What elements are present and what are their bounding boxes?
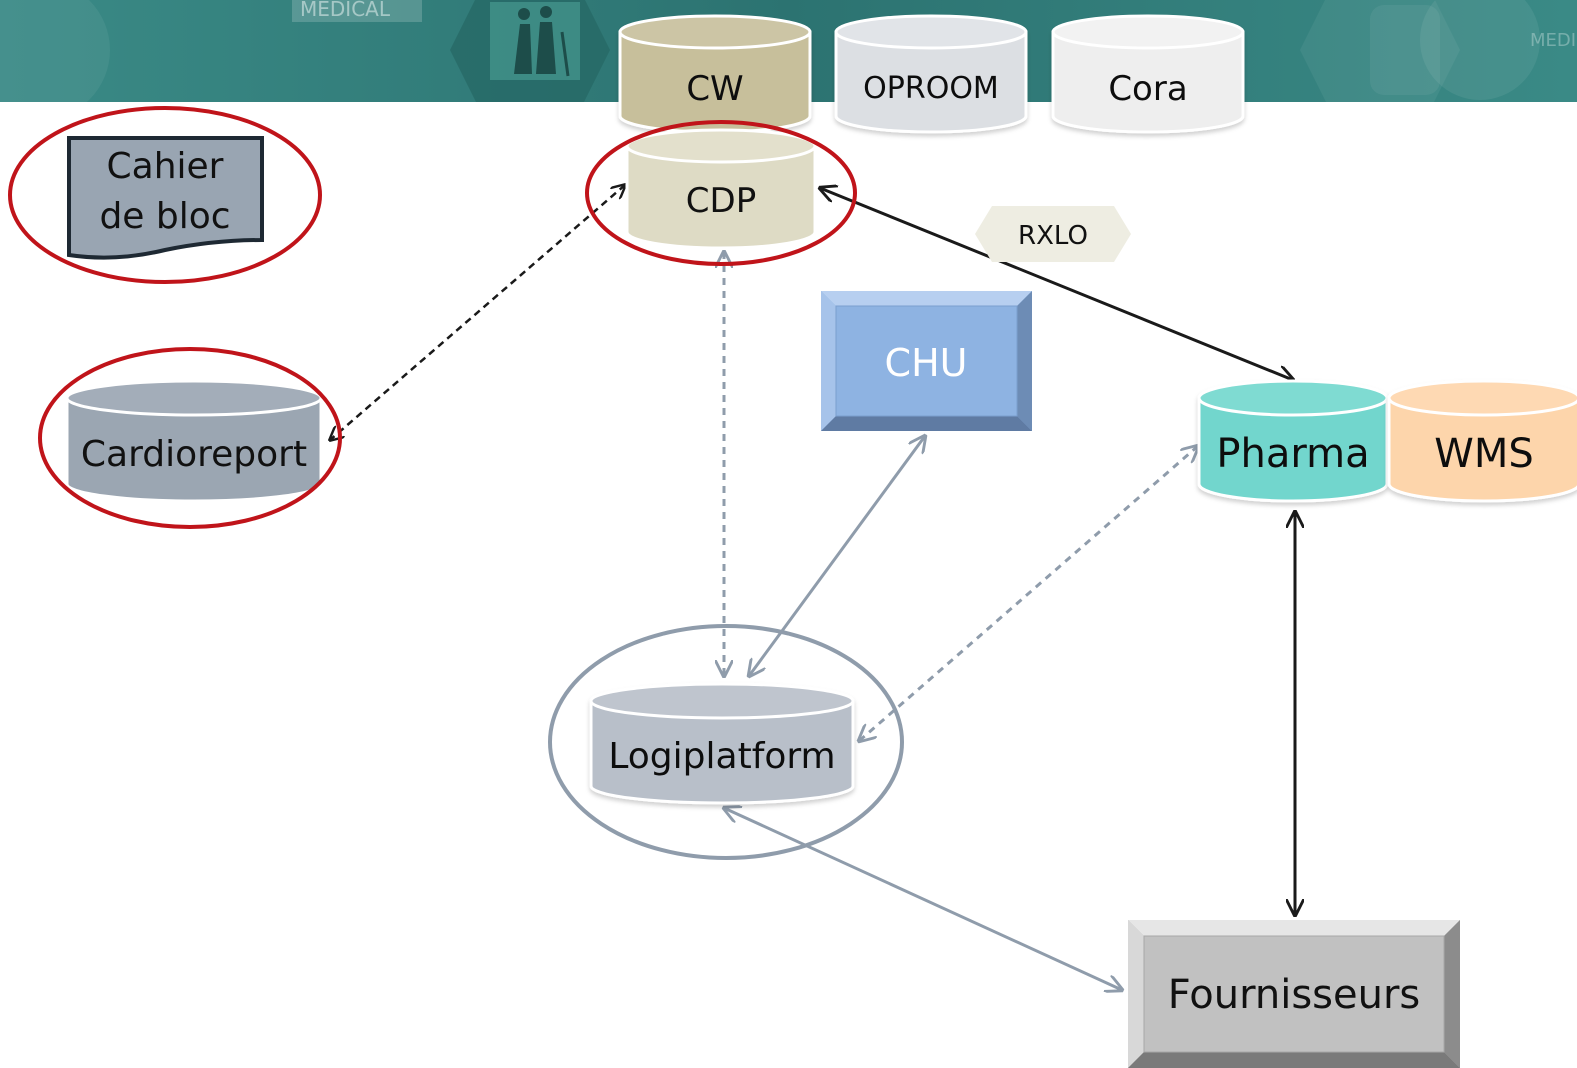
cdp-highlight-ring [585, 120, 857, 266]
connections [330, 185, 1295, 990]
cahier-de-bloc-document[interactable]: Cahier de bloc [67, 136, 264, 260]
svg-text:MEDICAL: MEDICAL [300, 0, 391, 21]
pharma-label: Pharma [1216, 431, 1369, 477]
cw-label: CW [686, 69, 743, 109]
fournisseurs-label: Fournisseurs [1168, 972, 1421, 1018]
cardioreport-label: Cardioreport [81, 434, 307, 475]
link-pharma-logiplatform [859, 446, 1198, 741]
link-chu-logiplatform [749, 436, 925, 676]
cw-database[interactable]: CW [618, 14, 812, 134]
logiplatform-database[interactable]: Logiplatform [589, 682, 855, 805]
rxlo-tag: RXLO [975, 206, 1131, 262]
link-cdp-pharma [820, 188, 1293, 380]
pharma-database[interactable]: Pharma [1197, 379, 1389, 503]
logiplatform-label: Logiplatform [608, 736, 835, 777]
cora-database[interactable]: Cora [1051, 14, 1245, 134]
link-cdp-cardioreport [330, 185, 625, 440]
cdp-database[interactable]: CDP [625, 128, 817, 250]
medical-watermark: MEDICAL MEDI [292, 0, 1576, 51]
logiplatform-ring [548, 624, 904, 860]
rxlo-label: RXLO [1018, 221, 1088, 251]
cahier-label-line1: Cahier [107, 146, 224, 187]
cardioreport-highlight-ring [38, 347, 342, 529]
cdp-label: CDP [686, 181, 756, 221]
elderly-couple-icon [490, 2, 580, 80]
cahier-highlight-ring [8, 106, 322, 284]
fournisseurs-box[interactable]: Fournisseurs [1128, 920, 1460, 1068]
oproom-database[interactable]: OPROOM [834, 14, 1028, 134]
header-banner: MEDICAL MEDI [0, 0, 1577, 102]
cora-label: Cora [1108, 69, 1187, 109]
svg-text:MEDI: MEDI [1530, 30, 1576, 51]
chu-label: CHU [885, 341, 968, 385]
cardioreport-database[interactable]: Cardioreport [65, 379, 323, 503]
oproom-label: OPROOM [863, 71, 999, 106]
chu-box[interactable]: CHU [821, 291, 1032, 431]
link-logiplatform-fournisseurs [724, 808, 1122, 990]
wms-label: WMS [1434, 431, 1533, 477]
cahier-label-line2: de bloc [99, 196, 230, 237]
wms-database[interactable]: WMS [1387, 379, 1577, 503]
